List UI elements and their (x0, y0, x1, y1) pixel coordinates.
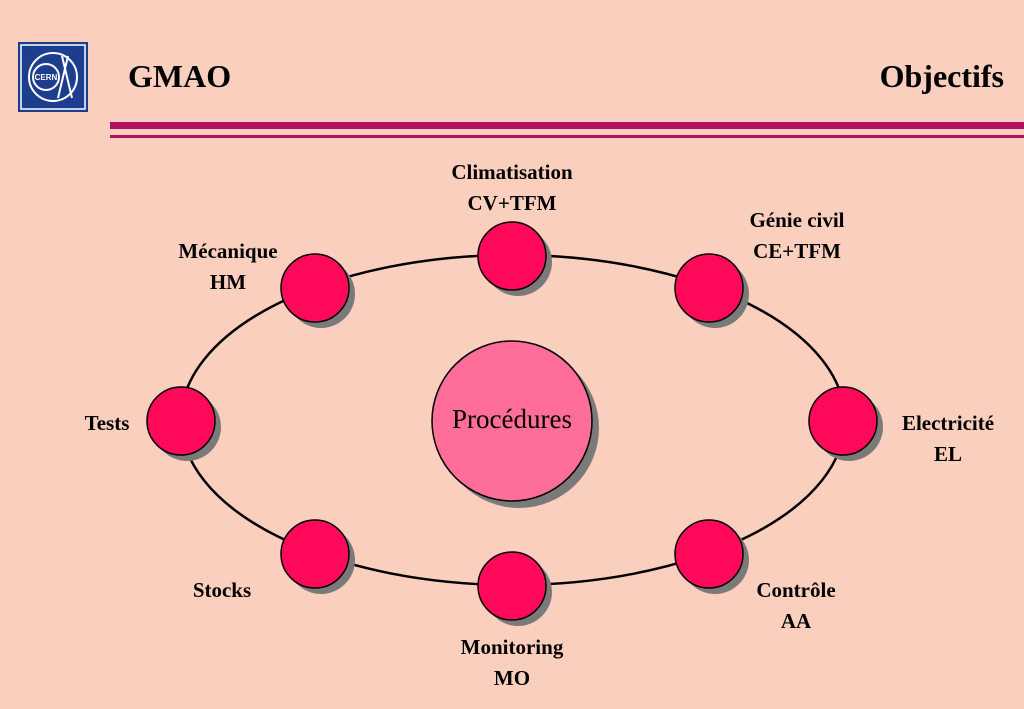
cern-logo: CERN (18, 42, 88, 112)
page-title: GMAO (128, 58, 232, 94)
node-label-genie-civil: Génie civil CE+TFM (697, 205, 897, 267)
node-label-line2: CE+TFM (753, 239, 841, 263)
node-label-line1: Stocks (192, 578, 252, 602)
node-label-line1: Contrôle (756, 578, 836, 602)
node-label-line2: AA (780, 609, 812, 633)
center-label: Procédures (452, 404, 572, 434)
node-circle-controle (674, 519, 744, 589)
node-label-line1: Electricité (901, 411, 995, 435)
node-label-climatisation: Climatisation CV+TFM (412, 157, 612, 219)
node-label-line1: Monitoring (460, 635, 564, 659)
node-label-line2: EL (933, 442, 962, 466)
node-label-stocks: Stocks (162, 575, 282, 606)
node-circle-stocks (280, 519, 350, 589)
node-label-line1: Mécanique (178, 239, 278, 263)
node-label-line2: CV+TFM (467, 191, 557, 215)
node-label-tests: Tests (62, 408, 152, 439)
node-label-controle: Contrôle AA (716, 575, 876, 637)
node-circle-climatisation (477, 221, 547, 291)
node-circle-electricite (808, 386, 878, 456)
header-rule-thin (110, 135, 1024, 138)
node-label-line1: Tests (84, 411, 130, 435)
node-circle-genie-civil (674, 253, 744, 323)
section-title: Objectifs (879, 58, 1004, 94)
node-label-line1: Génie civil (749, 208, 845, 232)
node-label-line2: HM (209, 270, 247, 294)
node-label-line1: Climatisation (451, 160, 573, 184)
node-circle-tests (146, 386, 216, 456)
node-label-mecanique: Mécanique HM (142, 236, 314, 298)
node-label-monitoring: Monitoring MO (422, 632, 602, 694)
node-label-line2: MO (493, 666, 531, 690)
svg-text:CERN: CERN (35, 73, 58, 82)
header-rule-thick (110, 122, 1024, 129)
node-circle-mecanique (280, 253, 350, 323)
node-label-electricite: Electricité EL (878, 408, 1018, 470)
center-circle (431, 340, 593, 502)
node-circle-monitoring (477, 551, 547, 621)
